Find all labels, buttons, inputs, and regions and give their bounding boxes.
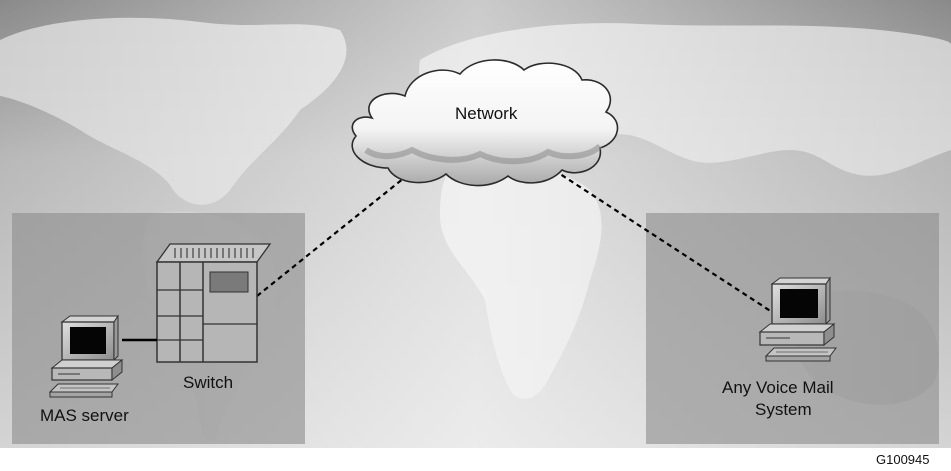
voice-mail-label-line1: Any Voice Mail [722,378,834,397]
voice-mail-computer-icon [758,276,837,362]
network-label: Network [455,104,518,123]
switch-cabinet-icon [155,243,272,363]
mas-server-label: MAS server [40,406,129,425]
voice-mail-label-line2: System [755,400,812,419]
computer-icon [48,314,124,398]
network-to-voicemail-link [553,169,773,313]
switch-to-network-link [256,177,405,297]
cloud-icon [351,59,619,187]
switch-label: Switch [183,373,234,392]
figure-id-label: G100945 [876,452,930,467]
